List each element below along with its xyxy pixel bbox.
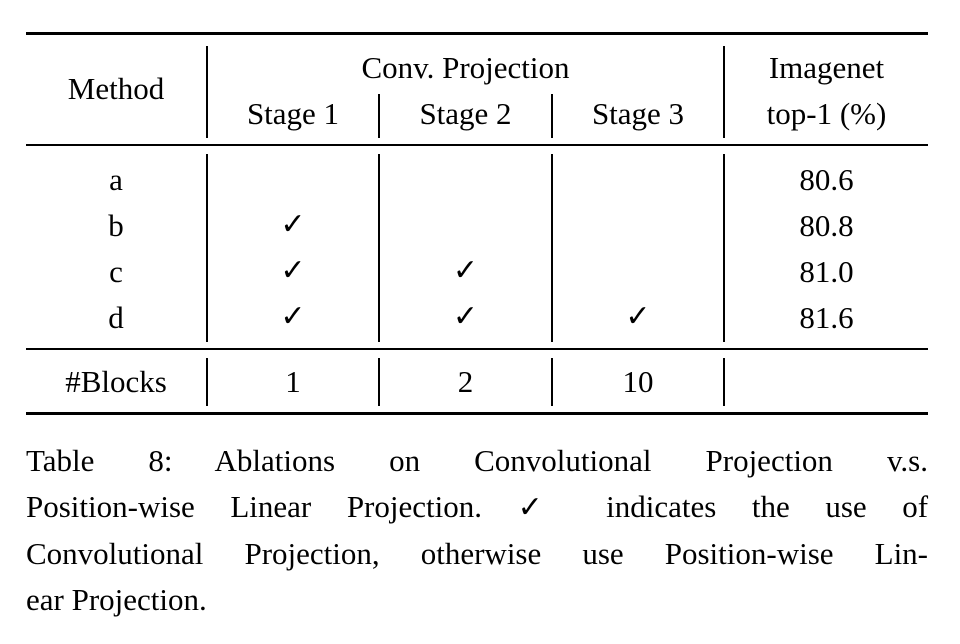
header-divider-stage12 xyxy=(378,94,380,138)
header-stage-2: Stage 2 xyxy=(419,96,512,131)
header-divider-stage23 xyxy=(551,94,553,138)
caption-text-2a: Position-wise Linear Projection. xyxy=(26,489,482,524)
caption-text-1: Ablations on Convolutional Projection v.… xyxy=(214,443,928,478)
row-b-method: b xyxy=(108,208,124,243)
blocks-rule xyxy=(26,348,928,350)
caption-line-3: Convolutional Projection, otherwise use … xyxy=(26,536,928,571)
body-divider-metric xyxy=(723,154,725,342)
header-metric-line2: top-1 (%) xyxy=(766,96,887,131)
caption-line-2: Position-wise Linear Projection. ✓ indic… xyxy=(26,484,928,531)
row-c-stage2-check: ✓ xyxy=(452,253,479,288)
row-c-stage1-check: ✓ xyxy=(280,253,306,288)
row-d-top1: 81.6 xyxy=(799,300,854,335)
blocks-label: #Blocks xyxy=(65,364,167,399)
row-a-top1: 80.6 xyxy=(799,162,854,197)
blocks-divider-stage23 xyxy=(551,358,553,406)
body-divider-stage12 xyxy=(378,154,380,342)
header-metric-line1: Imagenet xyxy=(768,50,885,85)
blocks-divider-method xyxy=(206,358,208,406)
header-method: Method xyxy=(67,71,165,106)
header-stage-3: Stage 3 xyxy=(591,96,685,131)
header-divider-method xyxy=(206,46,208,138)
row-b-stage1-check: ✓ xyxy=(280,207,306,242)
row-c-top1: 81.0 xyxy=(799,254,854,289)
row-d-stage3-check: ✓ xyxy=(625,299,651,334)
top-rule xyxy=(26,32,928,35)
caption-line-1: Table 8: Ablations on Convolutional Proje… xyxy=(26,438,928,484)
caption-check-icon: ✓ xyxy=(517,490,571,525)
header-stage-1: Stage 1 xyxy=(246,96,340,131)
caption-line-4: ear Projection. xyxy=(26,582,207,617)
blocks-stage3: 10 xyxy=(622,364,654,399)
table-caption: Table 8: Ablations on Convolutional Proje… xyxy=(26,438,928,623)
caption-text-2b: indicates the use of xyxy=(606,489,929,524)
caption-label: Table 8: xyxy=(26,443,173,478)
row-d-method: d xyxy=(108,300,124,335)
row-d-stage1-check: ✓ xyxy=(280,299,306,334)
body-divider-method xyxy=(206,154,208,342)
ablation-table: Method Conv. Projection Stage 1 Stage 2 … xyxy=(26,0,928,420)
blocks-stage1: 1 xyxy=(285,364,301,399)
row-d-stage2-check: ✓ xyxy=(452,299,479,334)
row-c-method: c xyxy=(109,254,123,289)
blocks-divider-stage12 xyxy=(378,358,380,406)
header-rule xyxy=(26,144,928,146)
header-conv-projection: Conv. Projection xyxy=(361,50,570,85)
bottom-rule xyxy=(26,412,928,415)
row-b-top1: 80.8 xyxy=(799,208,854,243)
row-a-method: a xyxy=(109,162,123,197)
blocks-stage2: 2 xyxy=(457,364,474,399)
header-divider-metric xyxy=(723,46,725,138)
body-divider-stage23 xyxy=(551,154,553,342)
blocks-divider-metric xyxy=(723,358,725,406)
